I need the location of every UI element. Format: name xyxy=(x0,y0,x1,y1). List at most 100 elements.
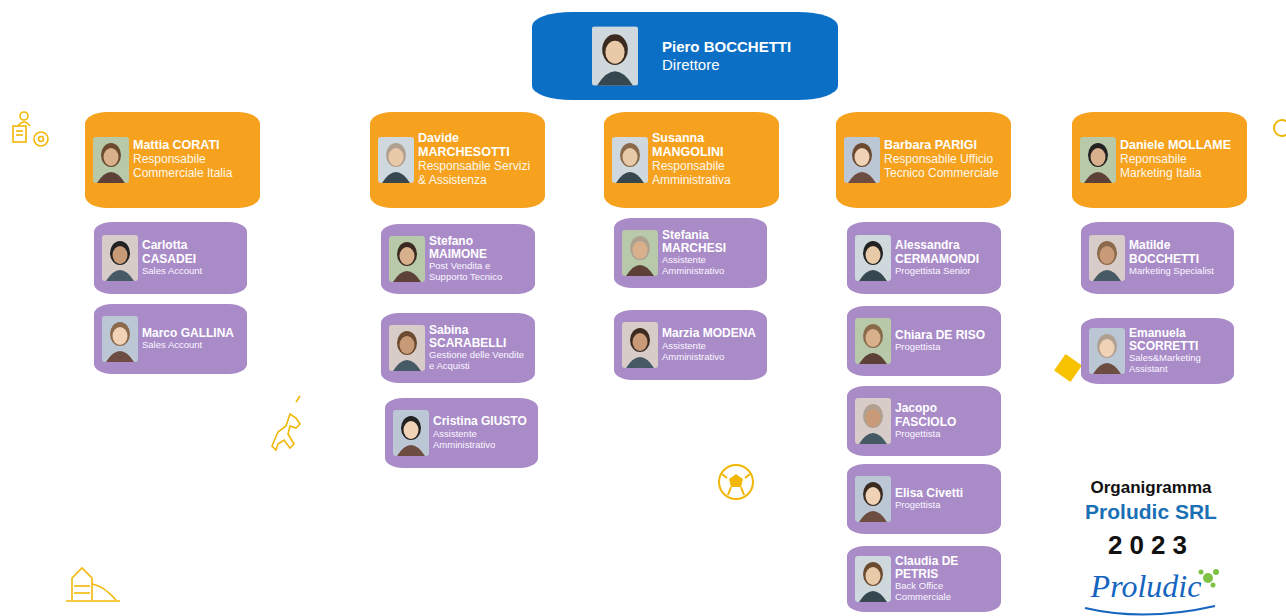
portrait-photo xyxy=(855,235,891,281)
text-group: Stefano MAIMONEPost Vendita e Supporto T… xyxy=(429,235,529,283)
yellow-diamond xyxy=(1054,354,1082,382)
portrait-photo xyxy=(855,476,891,522)
portrait-photo xyxy=(855,556,891,602)
portrait-photo xyxy=(1080,137,1116,183)
staff-box: Claudia DE PETRISBack Office Commerciale xyxy=(847,546,1001,612)
manager-box: Davide MARCHESOTTIResponsabile Servizi &… xyxy=(370,112,545,208)
staff-box: Stefano MAIMONEPost Vendita e Supporto T… xyxy=(381,224,535,294)
person-name: Emanuela SCORRETTI xyxy=(1129,327,1228,353)
job-role: Assistente Amministrativo xyxy=(662,255,761,277)
portrait-photo xyxy=(844,137,880,183)
job-role: Sales&Marketing Assistant xyxy=(1129,353,1228,375)
staff-box: Matilde BOCCHETTIMarketing Specialist xyxy=(1081,222,1234,294)
staff-box: Marco GALLINASales Account xyxy=(94,304,247,374)
staff-box: Cristina GIUSTOAssistente Amministrativo xyxy=(385,398,538,468)
person-name: Sabina SCARABELLI xyxy=(429,324,529,350)
person-name: Marco GALLINA xyxy=(142,327,234,340)
job-role: Assistente Amministrativo xyxy=(662,341,761,363)
portrait-photo xyxy=(393,410,429,456)
job-role: Back Office Commerciale xyxy=(895,581,995,603)
staff-box: Elisa CivettiProgettista xyxy=(847,464,1001,534)
portrait-photo xyxy=(622,230,658,276)
portrait-photo xyxy=(102,235,138,281)
portrait-photo xyxy=(93,137,129,183)
text-group: Sabina SCARABELLIGestione delle Vendite … xyxy=(429,324,529,372)
unicorn-icon xyxy=(272,396,300,450)
text-group: Mattia CORATIResponsabile Commerciale It… xyxy=(133,139,252,180)
job-role: Progettista xyxy=(895,500,963,511)
manager-box: Daniele MOLLAMEReponsabile Marketing Ita… xyxy=(1072,112,1247,208)
job-role: Assistente Amministrativo xyxy=(433,429,532,451)
text-group: Marzia MODENAAssistente Amministrativo xyxy=(662,327,761,362)
job-role: Responsabile Servizi & Assistenza xyxy=(418,160,537,188)
text-group: Marco GALLINASales Account xyxy=(142,327,234,351)
staff-box: Chiara DE RISOProgettista xyxy=(847,306,1001,376)
manager-box: Susanna MANGOLINIResponsabile Amministra… xyxy=(604,112,779,208)
company-name: Proludic SRL xyxy=(1085,500,1217,524)
text-group: Piero BOCCHETTIDirettore xyxy=(662,39,791,73)
job-role: Progettista xyxy=(895,429,995,440)
job-role: Marketing Specialist xyxy=(1129,266,1228,277)
job-role: Reponsabile Marketing Italia xyxy=(1120,153,1239,181)
text-group: Matilde BOCCHETTIMarketing Specialist xyxy=(1129,239,1228,276)
portrait-photo xyxy=(855,318,891,364)
soccer-ball xyxy=(719,465,753,499)
person-name: Barbara PARIGI xyxy=(884,139,1003,153)
chart-title: Organigramma xyxy=(1091,478,1212,498)
job-role: Progettista xyxy=(895,342,985,353)
job-role: Responsabile Ufficio Tecnico Commerciale xyxy=(884,153,1003,181)
logo-swoosh xyxy=(1085,606,1215,615)
portrait-photo xyxy=(622,322,658,368)
text-group: Stefania MARCHESIAssistente Amministrati… xyxy=(662,229,761,277)
person-name: Stefania MARCHESI xyxy=(662,229,761,255)
portrait-photo xyxy=(612,137,648,183)
text-group: Carlotta CASADEISales Account xyxy=(142,239,241,276)
staff-box: Jacopo FASCIOLOProgettista xyxy=(847,386,1001,456)
portrait-photo xyxy=(855,398,891,444)
staff-box: Stefania MARCHESIAssistente Amministrati… xyxy=(614,218,767,288)
job-role: Responsabile Commerciale Italia xyxy=(133,153,252,181)
job-role: Sales Account xyxy=(142,340,234,351)
job-role: Post Vendita e Supporto Tecnico xyxy=(429,261,529,283)
job-role: Sales Account xyxy=(142,266,241,277)
person-name: Davide MARCHESOTTI xyxy=(418,132,537,160)
manager-box: Barbara PARIGIResponsabile Ufficio Tecni… xyxy=(836,112,1011,208)
person-name: Matilde BOCCHETTI xyxy=(1129,239,1228,265)
text-group: Cristina GIUSTOAssistente Amministrativo xyxy=(433,415,532,450)
person-name: Elisa Civetti xyxy=(895,487,963,500)
person-name: Marzia MODENA xyxy=(662,327,761,340)
portrait-photo xyxy=(592,26,638,86)
staff-box: Alessandra CERMAMONDIProgettista Senior xyxy=(847,222,1001,294)
manager-box: Mattia CORATIResponsabile Commerciale It… xyxy=(85,112,260,208)
person-name: Carlotta CASADEI xyxy=(142,239,241,265)
text-group: Davide MARCHESOTTIResponsabile Servizi &… xyxy=(418,132,537,187)
logo-splash xyxy=(1199,569,1220,588)
person-name: Chiara DE RISO xyxy=(895,329,985,342)
person-name: Alessandra CERMAMONDI xyxy=(895,239,995,265)
gear-icon xyxy=(13,112,48,146)
text-group: Daniele MOLLAMEReponsabile Marketing Ita… xyxy=(1120,139,1239,180)
text-group: Elisa CivettiProgettista xyxy=(895,487,963,511)
staff-box: Carlotta CASADEISales Account xyxy=(94,222,247,294)
job-role: Gestione delle Vendite e Acquisti xyxy=(429,350,529,372)
portrait-photo xyxy=(378,137,414,183)
person-name: Cristina GIUSTO xyxy=(433,415,532,428)
portrait-photo xyxy=(389,325,425,371)
yellow-circle xyxy=(1274,120,1286,136)
slide-icon xyxy=(66,568,120,601)
portrait-photo xyxy=(1089,328,1125,374)
person-name: Stefano MAIMONE xyxy=(429,235,529,261)
year: 2023 xyxy=(1108,530,1194,561)
text-group: Claudia DE PETRISBack Office Commerciale xyxy=(895,555,995,603)
job-role: Responsabile Amministrativa xyxy=(652,160,771,188)
person-name: Piero BOCCHETTI xyxy=(662,39,791,56)
staff-box: Emanuela SCORRETTISales&Marketing Assist… xyxy=(1081,318,1234,384)
job-role: Direttore xyxy=(662,56,791,73)
person-name: Jacopo FASCIOLO xyxy=(895,402,995,428)
job-role: Progettista Senior xyxy=(895,266,995,277)
portrait-photo xyxy=(1089,235,1125,281)
text-group: Jacopo FASCIOLOProgettista xyxy=(895,402,995,439)
person-name: Susanna MANGOLINI xyxy=(652,132,771,160)
logo-text: Proludic xyxy=(1091,568,1202,605)
staff-box: Sabina SCARABELLIGestione delle Vendite … xyxy=(381,313,535,383)
